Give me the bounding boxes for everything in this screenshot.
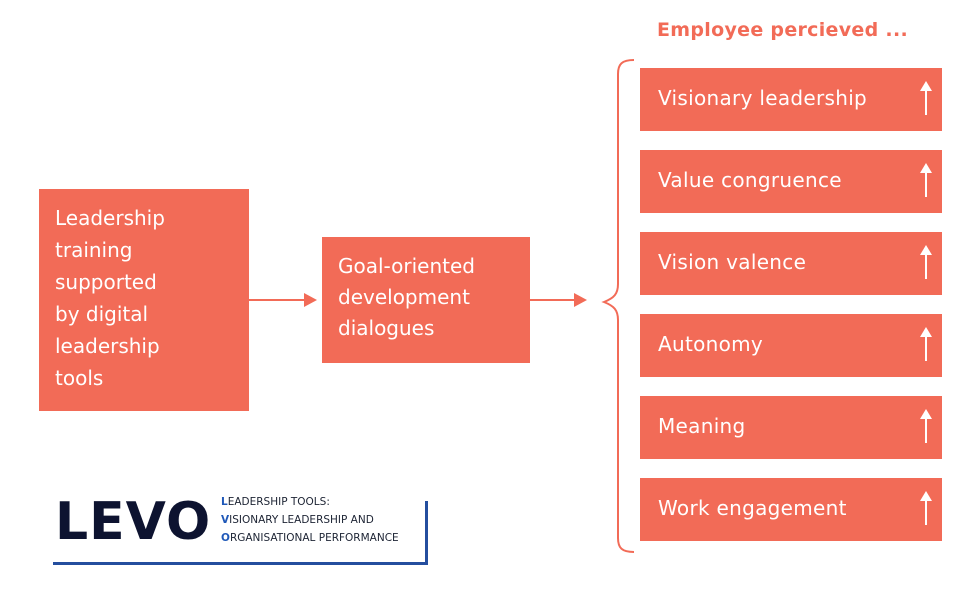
up-arrow-icon bbox=[920, 491, 932, 525]
outcome-box: Vision valence bbox=[640, 232, 942, 295]
logo-tagline: LEADERSHIP TOOLS: VISIONARY LEADERSHIP A… bbox=[221, 493, 399, 547]
up-arrow-icon bbox=[920, 81, 932, 115]
outcome-box: Visionary leadership bbox=[640, 68, 942, 131]
up-arrow-icon bbox=[920, 163, 932, 197]
levo-logo: LEVO LEADERSHIP TOOLS: VISIONARY LEADERS… bbox=[53, 487, 428, 567]
outcome-label: Visionary leadership bbox=[658, 86, 868, 110]
arrow-training-to-dialogues bbox=[249, 299, 307, 301]
outcome-label: Autonomy bbox=[658, 332, 764, 356]
logo-tagline-line: ORGANISATIONAL PERFORMANCE bbox=[221, 532, 399, 544]
arrow-dialogues-to-outcomes bbox=[530, 299, 576, 301]
outcome-box: Autonomy bbox=[640, 314, 942, 377]
outcome-label: Meaning bbox=[658, 414, 746, 438]
outcome-box: Meaning bbox=[640, 396, 942, 459]
logo-tagline-line: LEADERSHIP TOOLS: bbox=[221, 496, 330, 508]
arrowhead-icon bbox=[574, 293, 587, 307]
arrowhead-icon bbox=[304, 293, 317, 307]
logo-underline bbox=[53, 562, 428, 565]
outcome-box: Value congruence bbox=[640, 150, 942, 213]
logo-wordmark: LEVO bbox=[55, 492, 212, 552]
outcome-label: Work engagement bbox=[658, 496, 847, 520]
outcome-box: Work engagement bbox=[640, 478, 942, 541]
logo-tagline-line: VISIONARY LEADERSHIP AND bbox=[221, 514, 374, 526]
outcome-label: Value congruence bbox=[658, 168, 842, 192]
up-arrow-icon bbox=[920, 245, 932, 279]
leadership-training-box: Leadership training supported by digital… bbox=[39, 189, 249, 411]
outcome-label: Vision valence bbox=[658, 250, 807, 274]
up-arrow-icon bbox=[920, 409, 932, 443]
logo-divider bbox=[425, 501, 428, 565]
outcomes-heading: Employee percieved ... bbox=[657, 19, 908, 41]
development-dialogues-box: Goal-oriented development dialogues bbox=[322, 237, 530, 363]
curly-brace-icon bbox=[601, 59, 635, 553]
up-arrow-icon bbox=[920, 327, 932, 361]
